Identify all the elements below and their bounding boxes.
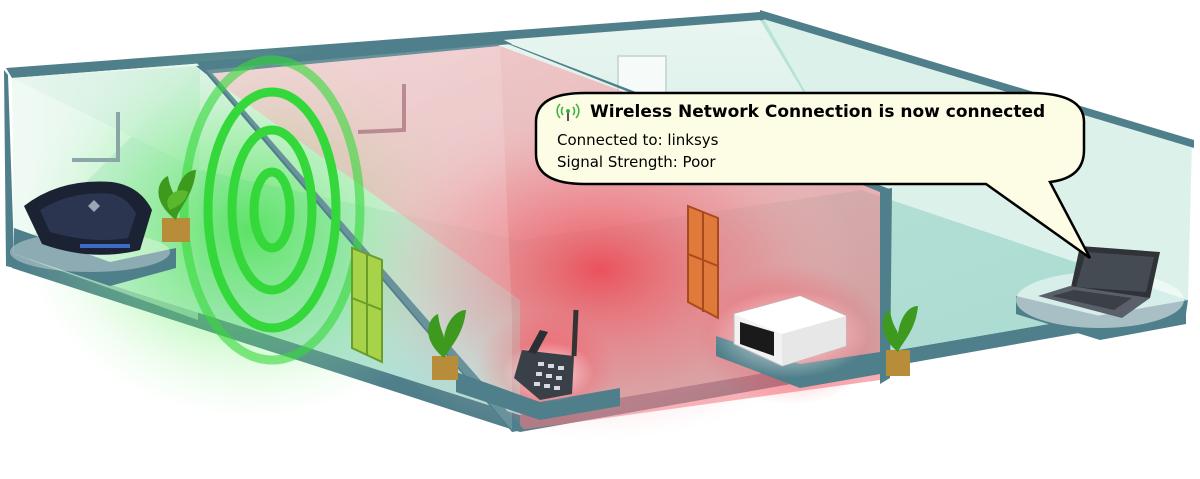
wall-mark-2 <box>357 84 406 134</box>
signal-waves-icon <box>179 55 365 365</box>
microwave-shelf <box>716 336 880 388</box>
right-wall-edge <box>760 10 1194 148</box>
wireless-network-icon <box>556 103 580 121</box>
connected-to-text: Connected to: linksys <box>557 131 719 149</box>
signal-strength-text: Signal Strength: Poor <box>557 153 716 171</box>
phone-shelf <box>456 372 620 420</box>
notification-title: Wireless Network Connection is now conne… <box>590 102 1046 122</box>
router-icon <box>10 181 170 272</box>
cordless-phone-icon <box>502 309 594 402</box>
notification-title-row: Wireless Network Connection is now conne… <box>556 102 1045 122</box>
left-wall <box>4 70 14 268</box>
plant-icon <box>882 306 918 376</box>
laptop-icon <box>1016 246 1184 328</box>
microwave-icon <box>710 107 870 378</box>
plant-icon <box>158 170 196 242</box>
plant-icon <box>428 310 466 380</box>
notification[interactable]: Wireless Network Connection is now conne… <box>536 93 1084 185</box>
window-left-room <box>351 246 383 364</box>
window-middle-room <box>687 204 719 320</box>
wall-mark-1 <box>72 112 120 162</box>
notification-balloon <box>534 91 1092 260</box>
